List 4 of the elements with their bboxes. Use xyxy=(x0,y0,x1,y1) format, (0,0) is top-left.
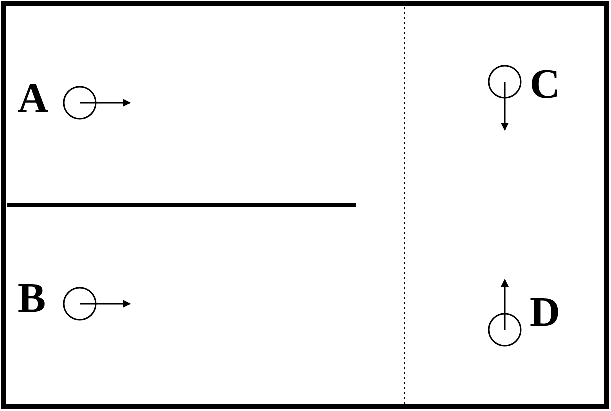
particle-label: C xyxy=(530,64,560,106)
particle-label: B xyxy=(18,278,46,320)
particle-label: D xyxy=(530,292,560,334)
particle-label: A xyxy=(18,78,48,120)
